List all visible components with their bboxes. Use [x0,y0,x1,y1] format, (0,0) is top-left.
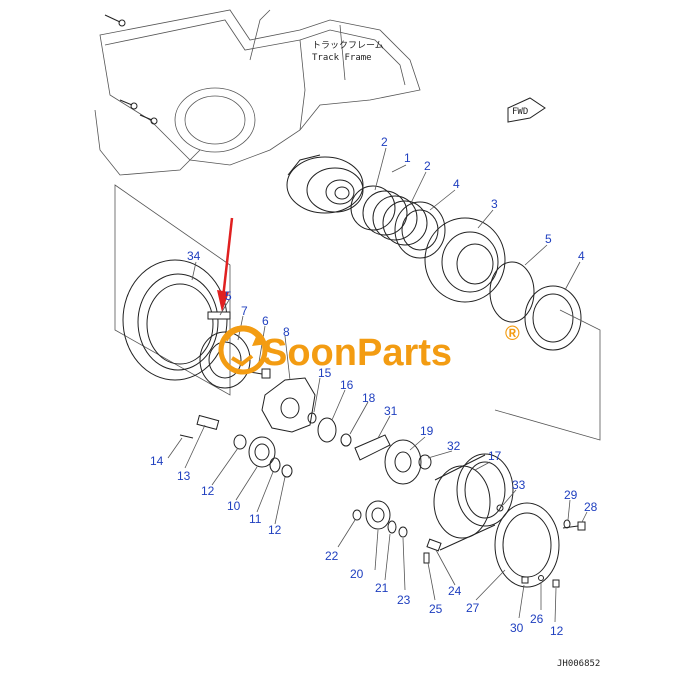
o-ring-33 [538,575,544,581]
callout-22a: 22 [325,549,339,563]
travel-motor [286,154,364,214]
track-frame [94,9,421,176]
thrust-washer-12b [281,464,293,478]
track-frame-en-label: Track Frame [312,53,372,63]
callout-32: 12 [550,624,564,638]
callout-20: 20 [350,567,364,581]
washer-30 [563,519,571,529]
end-cover-28 [494,502,560,588]
callout-27: 33 [512,478,526,492]
callout-30: 29 [564,488,578,502]
callout-2a: 2 [381,135,388,149]
callout-34: 34 [187,249,201,263]
sprocket-bolt [207,311,231,320]
callout-22b: 23 [397,593,411,607]
callout-15: 15 [318,366,332,380]
callout-5b: 5 [225,289,232,303]
callout-21: 21 [375,581,389,595]
callout-25: 31 [384,404,398,418]
bearing-21 [387,520,397,534]
callout-16: 16 [340,378,354,392]
callout-10: 10 [227,499,241,513]
washer-22b [398,526,408,538]
snap-ring-18 [340,433,352,447]
callout-2b: 2 [424,159,431,173]
pin-13 [196,414,220,431]
callout-29: 28 [584,500,598,514]
planet-carrier-19 [384,439,422,485]
callout-4a: 4 [453,177,460,191]
washer-22a [352,509,362,521]
highlight-arrow [217,217,234,312]
callout-12b: 12 [268,523,282,537]
sprocket [122,259,228,381]
callout-12a: 12 [201,484,215,498]
brand-watermark: SoonParts ® [218,323,520,375]
pin-23 [426,538,442,552]
planet-gear-20 [365,500,391,530]
brand-name: SoonParts [262,332,452,374]
callout-1: 1 [404,151,411,165]
planet-carrier-large [261,377,316,433]
frame-bolts [104,14,158,125]
leader-lines [167,147,588,623]
callout-7: 7 [241,304,248,318]
shaft-25 [354,434,391,461]
callout-23: 24 [448,584,462,598]
ring-gear-17 [433,453,514,551]
bracket-right [494,309,601,441]
drawing-code: JH006852 [557,659,600,669]
plug-31 [521,576,529,584]
floating-seal-rings [350,185,428,246]
callout-8: 8 [283,325,290,339]
callout-13: 13 [177,469,191,483]
callout-6: 6 [262,314,269,328]
callout-33: 26 [530,612,544,626]
plug-32 [552,579,560,588]
callout-4b: 4 [578,249,585,263]
callout-19: 19 [420,424,434,438]
o-ring-right [489,261,535,323]
o-ring-27 [496,504,504,512]
roll-pin-14 [179,434,194,439]
callout-5a: 5 [545,232,552,246]
brand-registered-mark: ® [505,323,520,345]
spacer-15 [307,412,317,424]
collar-26 [418,454,432,470]
planet-gear-10 [248,436,276,468]
pin-24 [423,552,430,564]
fwd-direction-label: FWD [512,107,528,117]
hub-housing [424,217,506,303]
bolt-29 [562,521,586,531]
bracket-left [114,184,231,396]
callout-18: 18 [362,391,376,405]
track-frame-jp-label: トラックフレーム [312,40,384,51]
callout-3: 3 [491,197,498,211]
callout-17: 17 [488,449,502,463]
callout-24: 25 [429,602,443,616]
thrust-washer-12a [233,434,247,450]
brand-logo-icon [218,325,268,375]
callout-26: 32 [447,439,461,453]
needle-bearing-11 [269,457,281,473]
fwd-direction-tag: FWD [507,97,546,123]
callout-14: 14 [150,454,164,468]
callout-numbers: 2 1 2 4 3 5 4 34 5 7 6 8 15 16 18 31 19 … [150,135,598,638]
sun-gear-16 [317,417,337,443]
callout-28: 27 [466,601,480,615]
callout-31: 30 [510,621,524,635]
callout-11: 11 [249,512,262,526]
bearing-upper [394,201,446,259]
frame-label: トラックフレーム Track Frame [312,40,384,63]
bearing-right [524,285,582,351]
